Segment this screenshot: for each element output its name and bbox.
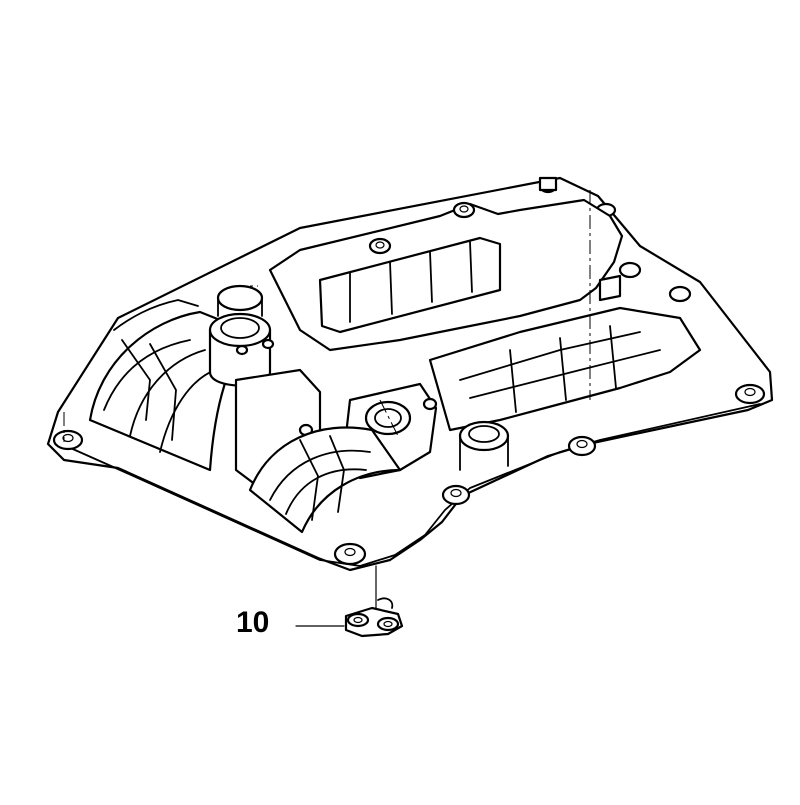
boss-front-center — [333, 542, 367, 566]
boss-right-1 — [567, 435, 597, 457]
seal-clip-part — [344, 597, 404, 638]
right-rail-section — [428, 274, 702, 432]
boss-right-2 — [734, 383, 766, 405]
boss-rear-4 — [668, 285, 692, 303]
boss-front-right — [441, 484, 471, 506]
boss-rear-1 — [538, 176, 558, 194]
boss-rear-3 — [618, 261, 642, 279]
center-lines — [63, 190, 591, 442]
cam-housing — [268, 198, 624, 352]
callout-number-10: 10 — [236, 606, 270, 639]
boss-front-left — [52, 429, 84, 451]
front-rib-section — [248, 426, 402, 534]
cam-sensor-port — [458, 420, 510, 471]
mounting-bosses — [52, 176, 766, 566]
oil-filler-port — [208, 284, 275, 387]
